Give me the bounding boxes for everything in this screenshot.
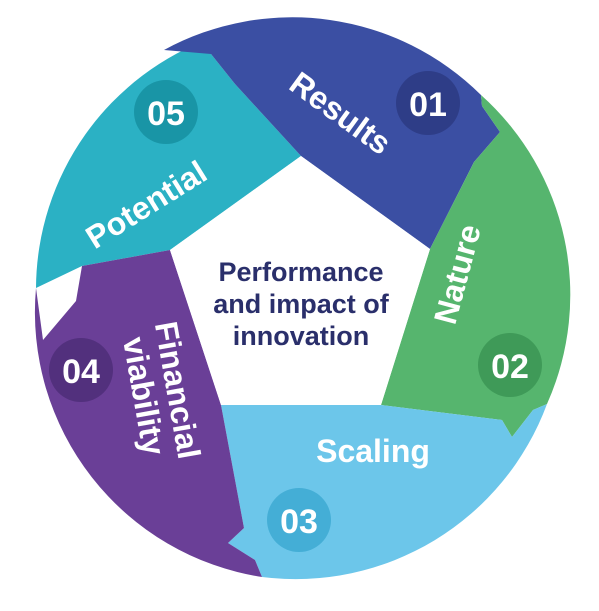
badge-circle [267,488,331,552]
step-number-04: 04 [62,353,100,391]
segment-financial-viability [34,250,263,577]
center-title-line-1: Performance [218,257,383,287]
center-title-line-3: innovation [233,321,370,351]
center-pentagon [170,156,430,405]
badge-circle [49,338,113,402]
step-badge-02: 02 [478,333,542,397]
step-badge-04: 04 [49,338,113,402]
center-title: Performance and impact of innovation [213,257,390,351]
step-badge-03: 03 [267,488,331,552]
badge-circle [478,333,542,397]
step-badge-05: 05 [134,80,198,144]
segment-potential [36,37,301,288]
step-badge-01: 01 [396,71,460,135]
step-number-02: 02 [491,348,529,386]
step-number-05: 05 [147,95,185,133]
step-number-03: 03 [280,503,318,541]
step-number-01: 01 [409,86,447,124]
step-label-scaling: Scaling [316,433,430,469]
badge-circle [396,71,460,135]
segment-scaling [221,404,547,580]
badge-circle [134,80,198,144]
center-title-line-2: and impact of [213,289,390,319]
